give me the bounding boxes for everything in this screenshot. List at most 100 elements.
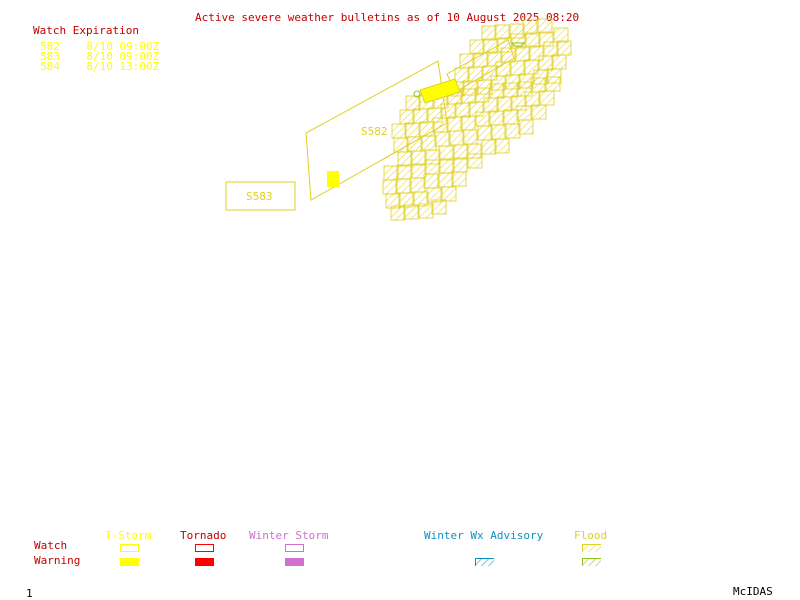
flood-hatch-cell	[467, 66, 483, 82]
flood-hatch-cell	[452, 157, 468, 173]
legend-tstorm-label: T-Storm	[105, 529, 152, 542]
frame-number: 1	[26, 587, 33, 600]
legend-flood-label: Flood	[574, 529, 608, 542]
flood-hatch-cell	[440, 103, 456, 119]
flood-hatch-cell	[496, 96, 512, 112]
flood-hatch-cell	[469, 39, 485, 55]
tstorm-warning-polygon	[327, 171, 339, 187]
legend-winter-wx-warning-swatch	[475, 558, 494, 566]
flood-hatch-cell	[537, 18, 553, 34]
watch-id: 582	[40, 40, 60, 53]
flood-hatch-cell	[391, 123, 407, 139]
legend-tornado-warning-swatch	[195, 558, 214, 566]
flood-hatch-cell	[461, 88, 477, 104]
flood-hatch-cell	[489, 83, 505, 99]
flood-hatch-cell	[503, 109, 519, 125]
legend-winter-storm-label: Winter Storm	[249, 529, 329, 542]
flood-hatch-cell	[494, 24, 510, 40]
flood-hatch-cell	[482, 38, 498, 54]
legend-tstorm-watch-swatch	[120, 544, 139, 552]
flood-hatch-cell	[412, 108, 428, 124]
watch-583-label: S583	[246, 190, 273, 203]
flood-hatch-cell	[462, 129, 478, 145]
flood-hatch-cell	[556, 40, 572, 56]
flood-hatch-cell	[472, 52, 488, 68]
flood-hatch-cell	[423, 173, 439, 189]
flood-hatch-cell	[502, 82, 518, 98]
flood-hatch-cell	[495, 61, 511, 77]
flood-hatch-cell	[451, 171, 467, 187]
flood-hatch-cell	[432, 117, 448, 133]
legend-watch-row-label: Watch	[34, 539, 68, 552]
flood-hatch-cell	[518, 119, 534, 135]
watch-583-outline	[225, 181, 296, 211]
flood-hatch-cell	[483, 97, 499, 113]
flood-hatch-cell	[505, 123, 521, 139]
watch-expiration-row: 583 8/10 09:00Z	[40, 51, 159, 63]
flood-hatch-cell	[530, 77, 546, 93]
flood-hatch-cell	[460, 115, 476, 131]
watch-expiration-heading: Watch Expiration	[33, 24, 139, 37]
flood-hatch-cell	[424, 159, 440, 175]
watch-time: 8/10 13:00Z	[86, 60, 160, 73]
legend-winter-wx-label: Winter Wx Advisory	[424, 529, 544, 542]
flood-hatch-cell	[390, 205, 406, 221]
watch-expiration-row: 582 8/10 09:00Z	[40, 41, 159, 53]
flood-hatch-cell	[553, 27, 569, 43]
flood-hatch-cell	[419, 121, 435, 137]
flood-hatch-cell	[403, 204, 419, 220]
flood-hatch-cell	[434, 131, 450, 147]
watch-582-label: S582	[361, 125, 388, 138]
flood-hatch-cell	[516, 105, 532, 121]
flood-hatch-cell	[405, 95, 421, 111]
legend-tornado-label: Tornado	[180, 529, 227, 542]
legend-flood-watch-swatch	[582, 544, 601, 552]
watch-time: 8/10 09:00Z	[86, 50, 160, 63]
flood-hatch-cell	[524, 91, 540, 107]
legend-flood-warning-swatch	[582, 558, 601, 566]
watch-id: 584	[40, 60, 60, 73]
flood-hatch-cell	[459, 53, 475, 69]
watch-id: 583	[40, 50, 60, 63]
legend-winter-storm-warning-swatch	[285, 558, 304, 566]
map-marker	[511, 42, 525, 47]
flood-hatch-cell	[490, 124, 506, 140]
flood-hatch-cell	[438, 172, 454, 188]
flood-hatch-cell	[538, 55, 554, 71]
flood-hatch-cell	[494, 138, 510, 154]
flood-hatch-cell	[449, 130, 465, 146]
flood-hatch-cell	[397, 151, 413, 167]
flood-hatch-cell	[404, 122, 420, 138]
flood-hatch-cell	[447, 116, 463, 132]
legend-winter-storm-watch-swatch	[285, 544, 304, 552]
flood-hatch-cell	[395, 178, 411, 194]
flood-hatch-cell	[453, 144, 469, 160]
legend-tstorm-warning-swatch	[120, 558, 139, 566]
flood-hatch-cell	[500, 47, 516, 63]
flood-hatch-cell	[515, 46, 531, 62]
flood-hatch-cell	[396, 164, 412, 180]
flood-hatch-cell	[539, 90, 555, 106]
flood-hatch-cell	[543, 41, 559, 57]
flood-hatch-cell	[525, 32, 541, 48]
legend-tornado-watch-swatch	[195, 544, 214, 552]
mcidas-brand: McIDAS	[733, 585, 773, 598]
flood-hatch-cell	[481, 25, 497, 41]
flood-hatch-cell	[438, 145, 454, 161]
flood-hatch-cell	[467, 153, 483, 169]
flood-hatch-cell	[488, 110, 504, 126]
flood-hatch-cell	[410, 150, 426, 166]
flood-hatch-cell	[406, 136, 422, 152]
flood-hatch-cell	[477, 125, 493, 141]
flood-hatch-cell	[531, 104, 547, 120]
flood-hatch-area	[382, 18, 572, 221]
flood-hatch-cell	[399, 109, 415, 125]
flood-hatch-cell	[431, 199, 447, 215]
flood-hatch-cell	[439, 158, 455, 174]
flood-hatch-cell	[545, 76, 561, 92]
page-title: Active severe weather bulletins as of 10…	[195, 11, 580, 24]
flood-hatch-cell	[454, 67, 470, 83]
legend-warning-row-label: Warning	[34, 554, 81, 567]
flood-hatch-cell	[382, 179, 398, 195]
